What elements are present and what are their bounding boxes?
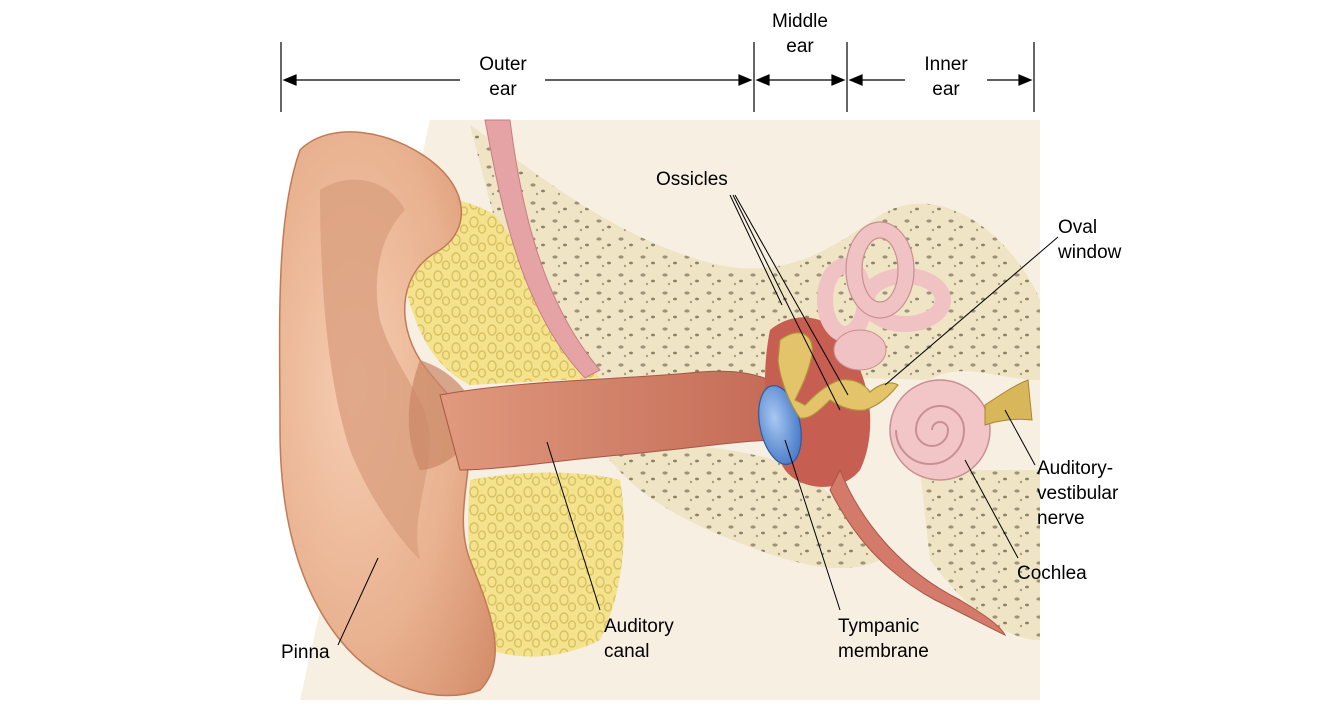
outer-ear-line2: ear — [463, 77, 543, 102]
nerve-line2: vestibular — [1037, 481, 1118, 506]
oval-window-line2: window — [1058, 240, 1121, 265]
nerve-line3: nerve — [1037, 506, 1118, 531]
auditory-vestibular-nerve-label: Auditory- vestibular nerve — [1037, 456, 1118, 531]
inner-ear-label: Inner ear — [906, 52, 986, 102]
tympanic-line1: Tympanic — [838, 614, 929, 639]
outer-ear-label: Outer ear — [463, 52, 543, 102]
inner-ear-line2: ear — [906, 77, 986, 102]
nerve-line1: Auditory- — [1037, 456, 1118, 481]
cochlea-shape — [890, 380, 990, 480]
middle-ear-label: Middle ear — [760, 9, 840, 59]
middle-ear-line2: ear — [760, 34, 840, 59]
auditory-canal-label: Auditory canal — [604, 614, 674, 664]
tympanic-line2: membrane — [838, 639, 929, 664]
middle-ear-line1: Middle — [760, 9, 840, 34]
oval-window-label: Oval window — [1058, 215, 1121, 265]
inner-ear-line1: Inner — [906, 52, 986, 77]
oval-window-line1: Oval — [1058, 215, 1121, 240]
canal-line1: Auditory — [604, 614, 674, 639]
canal-line2: canal — [604, 639, 674, 664]
cochlea-label: Cochlea — [1017, 561, 1087, 586]
tympanic-membrane-label: Tympanic membrane — [838, 614, 929, 664]
vestibule — [834, 330, 886, 370]
outer-ear-line1: Outer — [463, 52, 543, 77]
pinna-label: Pinna — [281, 640, 330, 665]
ossicles-label: Ossicles — [656, 167, 728, 192]
